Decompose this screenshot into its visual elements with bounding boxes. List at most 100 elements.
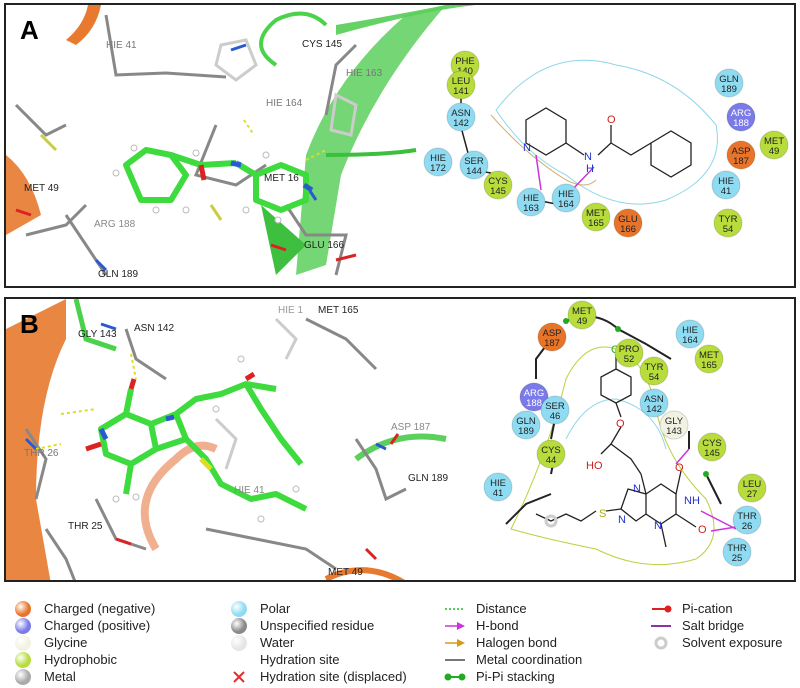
legend-label: Metal coordination xyxy=(476,652,583,667)
residue-label: 49 xyxy=(769,146,780,157)
residue-bubble xyxy=(726,102,756,132)
legend-swatch xyxy=(228,617,250,634)
residue-label: LEU xyxy=(452,76,471,87)
residue-label: GLU xyxy=(618,214,638,225)
protein-3d-view xyxy=(6,5,476,276)
legend-swatch xyxy=(444,652,466,668)
residue-label: HIE xyxy=(523,193,539,204)
residue-bubble xyxy=(537,322,567,352)
atom-label: HO xyxy=(586,460,603,472)
atom-label: O xyxy=(607,114,616,126)
legend-item: Hydrophobic xyxy=(12,651,117,668)
legend-label: Salt bridge xyxy=(682,618,745,633)
residue-label: CYS xyxy=(541,445,561,456)
residue-bubble xyxy=(675,319,705,349)
label-3d: THR 26 xyxy=(24,448,59,459)
residue-label: CYS xyxy=(488,176,508,187)
atom-label: N xyxy=(654,520,662,532)
legend-item: Pi-cation xyxy=(650,600,733,617)
legend-label: Pi-Pi stacking xyxy=(476,669,555,684)
legend-label: Distance xyxy=(476,601,527,616)
residue-bubble xyxy=(483,472,513,502)
legend-item: Hydration site xyxy=(228,651,339,668)
atom-label: O xyxy=(675,462,684,474)
legend-swatch xyxy=(444,669,466,685)
label-3d: GLN 189 xyxy=(408,473,448,484)
residue-label: 140 xyxy=(457,66,473,77)
label-3d: MET 49 xyxy=(24,183,59,194)
legend-item: Hydration site (displaced) xyxy=(228,668,407,685)
residue-bubble xyxy=(697,432,727,462)
residue-label: 172 xyxy=(430,163,446,174)
residue-bubble xyxy=(722,537,752,567)
residue-labels-3d: GLY 143 ASN 142 HIE 1 MET 165 THR 26 THR… xyxy=(24,305,448,578)
residue-label: 141 xyxy=(453,86,469,97)
residue-label: 188 xyxy=(526,398,542,409)
residue-label: 163 xyxy=(523,203,539,214)
legend-item: Halogen bond xyxy=(444,634,557,651)
legend-label: Charged (positive) xyxy=(44,618,151,633)
residue-bubble xyxy=(446,70,476,100)
residue-label: 165 xyxy=(588,218,604,229)
residue-label: PRO xyxy=(619,344,640,355)
atom-label: O xyxy=(698,524,707,536)
legend-item: Unspecified residue xyxy=(228,617,374,634)
residue-label: 54 xyxy=(723,224,734,235)
residue-label: HIE xyxy=(490,478,506,489)
residue-label: GLN xyxy=(516,416,536,427)
atom-label: O xyxy=(616,418,625,430)
residue-label: 164 xyxy=(682,335,698,346)
residue-bubble xyxy=(714,68,744,98)
label-3d: ASN 142 xyxy=(134,323,174,334)
residue-bubble xyxy=(551,183,581,213)
residue-bubble xyxy=(737,473,767,503)
legend-swatch xyxy=(650,635,672,651)
residue-label: 145 xyxy=(704,448,720,459)
atom-label: H xyxy=(586,163,594,175)
residue-label: 164 xyxy=(558,199,574,210)
residue-bubble xyxy=(726,140,756,170)
residue-label: 188 xyxy=(733,118,749,129)
residue-bubble xyxy=(711,170,741,200)
protein-3d-view xyxy=(6,299,447,580)
residue-label: ASP xyxy=(731,146,750,157)
panel-a-canvas: HIE 41 CYS 145 HIE 163 HIE 164 MET 49 ME… xyxy=(6,5,789,280)
legend-swatch xyxy=(444,635,466,651)
residue-bubble xyxy=(613,208,643,238)
residue-label: HIE xyxy=(718,176,734,187)
legend-label: Hydrophobic xyxy=(44,652,117,667)
legend-swatch xyxy=(228,634,250,651)
residue-label: ARG xyxy=(731,108,752,119)
legend-swatch xyxy=(650,618,672,634)
legend-item: Solvent exposure xyxy=(650,634,782,651)
panel-b: B xyxy=(4,297,796,582)
label-3d: MET 165 xyxy=(318,305,359,316)
residue-bubble xyxy=(759,130,789,160)
legend-item: Water xyxy=(228,634,294,651)
residue-label: TYR xyxy=(645,362,664,373)
label-3d: HIE 163 xyxy=(346,68,383,79)
legend-swatch xyxy=(12,617,34,634)
legend-label: Hydration site (displaced) xyxy=(260,669,407,684)
residue-label: LEU xyxy=(743,479,762,490)
legend-label: Solvent exposure xyxy=(682,635,783,650)
legend-item: Polar xyxy=(228,600,290,617)
residue-label: THR xyxy=(737,511,757,522)
label-3d: GLU 166 xyxy=(304,240,344,251)
